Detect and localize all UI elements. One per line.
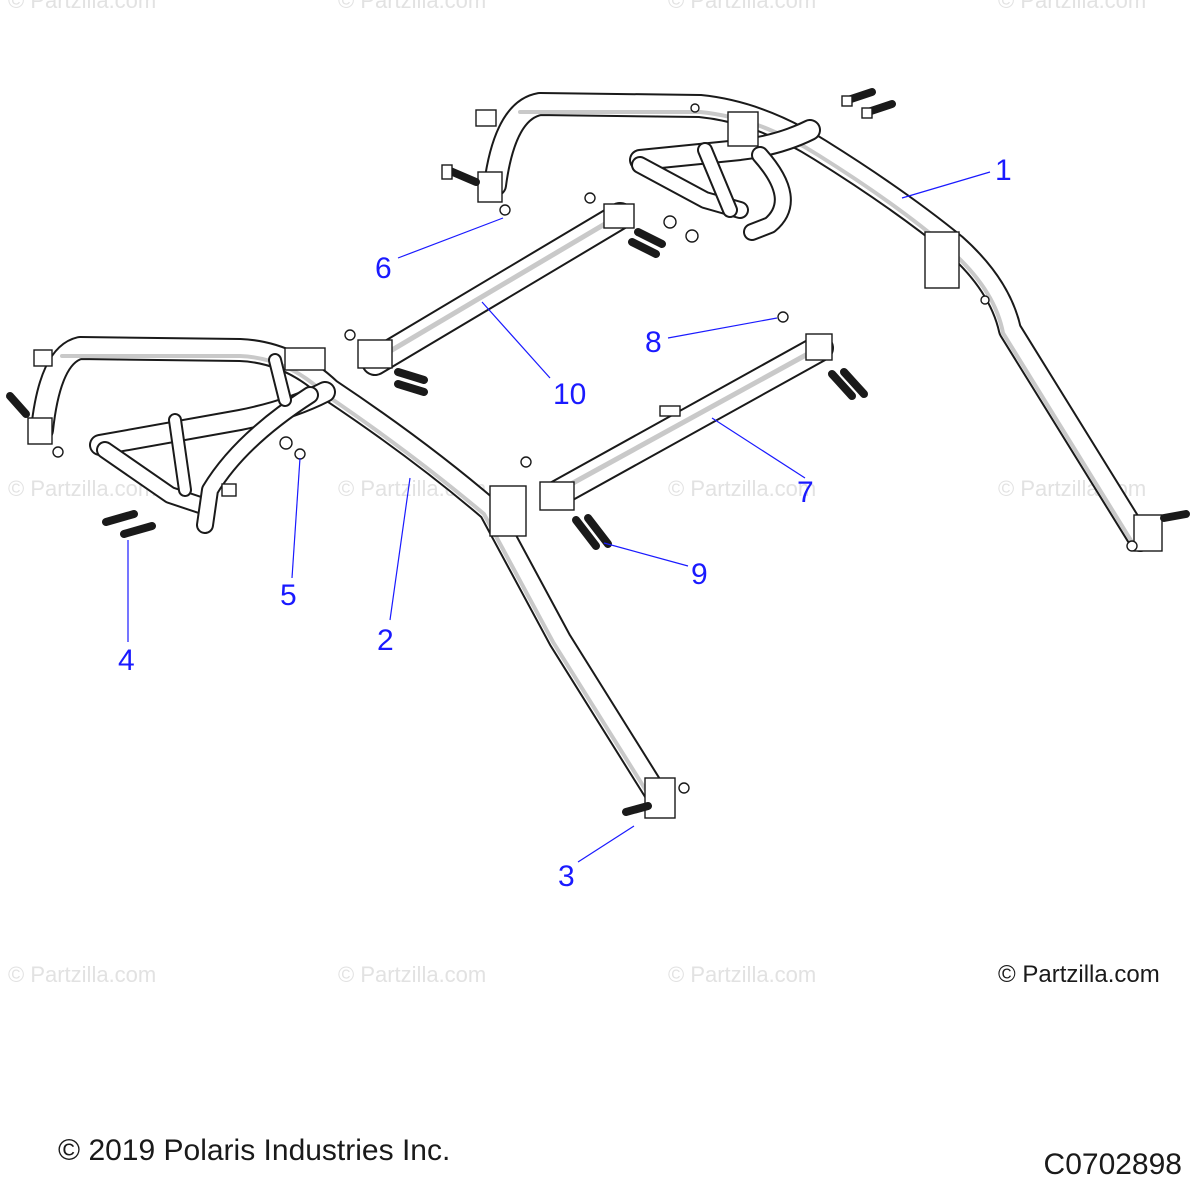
bolt-head [441,164,453,180]
mount-tab [659,405,681,417]
watermark: © Partzilla.com [8,0,156,13]
mount-tab [221,483,237,497]
part-10-upper-cross-bar [357,202,635,376]
callout-3[interactable]: 3 [558,860,575,893]
cross-bar-bracket [489,485,527,537]
watermark: © Partzilla.com [668,962,816,987]
nut [52,446,64,458]
nut [344,329,356,341]
callout-10[interactable]: 10 [553,378,586,411]
callout-9[interactable]: 9 [691,558,708,591]
mount-tab [33,349,53,367]
nut [499,204,511,216]
callout-2[interactable]: 2 [377,624,394,657]
nut [678,782,690,794]
watermark-main: © Partzilla.com [998,961,1160,988]
leader-line [577,825,635,863]
hole [980,295,990,305]
watermark: © Partzilla.com [668,476,816,501]
part-7-lower-cross-bar [539,333,834,511]
watermark: © Partzilla.com [998,0,1146,13]
leader-line [901,171,991,199]
leader-line [481,301,551,379]
leader-line [603,542,689,567]
bar-end [539,481,575,511]
bolt-head [861,107,873,119]
callout-4[interactable]: 4 [118,644,135,677]
nut [685,229,699,243]
callout-7[interactable]: 7 [797,476,814,509]
foot-mount [1133,514,1163,552]
watermark: © Partzilla.com [668,0,816,13]
part-2-front-cage [27,336,676,819]
tube-end-cap [477,171,503,203]
bar-end [357,339,393,369]
mount-tab [475,109,497,127]
foot-mount [644,777,676,819]
nut [279,436,293,450]
bar-end [603,203,635,229]
nut [777,311,789,323]
part-1-rear-cage [475,92,1163,552]
leader-line [711,417,806,479]
watermark: © Partzilla.com [8,962,156,987]
callout-1[interactable]: 1 [995,154,1012,187]
hardware-layer [6,88,1190,816]
nut [520,456,532,468]
nut [663,215,677,229]
corner-bracket [727,111,759,147]
nut [584,192,596,204]
watermark: © Partzilla.com [338,962,486,987]
copyright-text: © 2019 Polaris Industries Inc. [58,1134,451,1167]
watermark: © Partzilla.com [338,0,486,13]
bolt-head [841,95,853,107]
leader-line [397,217,504,259]
diagram-code: C0702898 [1043,1148,1182,1181]
hole [690,103,700,113]
leader-line [667,317,778,339]
leader-line [389,477,411,621]
cross-bar-bracket [924,231,960,289]
callouts: 1 2 3 4 5 6 7 8 9 10 [118,154,1012,893]
leader-line [291,457,301,579]
nut [294,448,306,460]
watermark: © Partzilla.com [8,476,156,501]
callout-8[interactable]: 8 [645,326,662,359]
tube-end-cap [27,417,53,445]
bar-end [805,333,833,361]
callout-6[interactable]: 6 [375,252,392,285]
callout-5[interactable]: 5 [280,579,297,612]
corner-bracket [284,347,326,371]
nut [1126,540,1138,552]
